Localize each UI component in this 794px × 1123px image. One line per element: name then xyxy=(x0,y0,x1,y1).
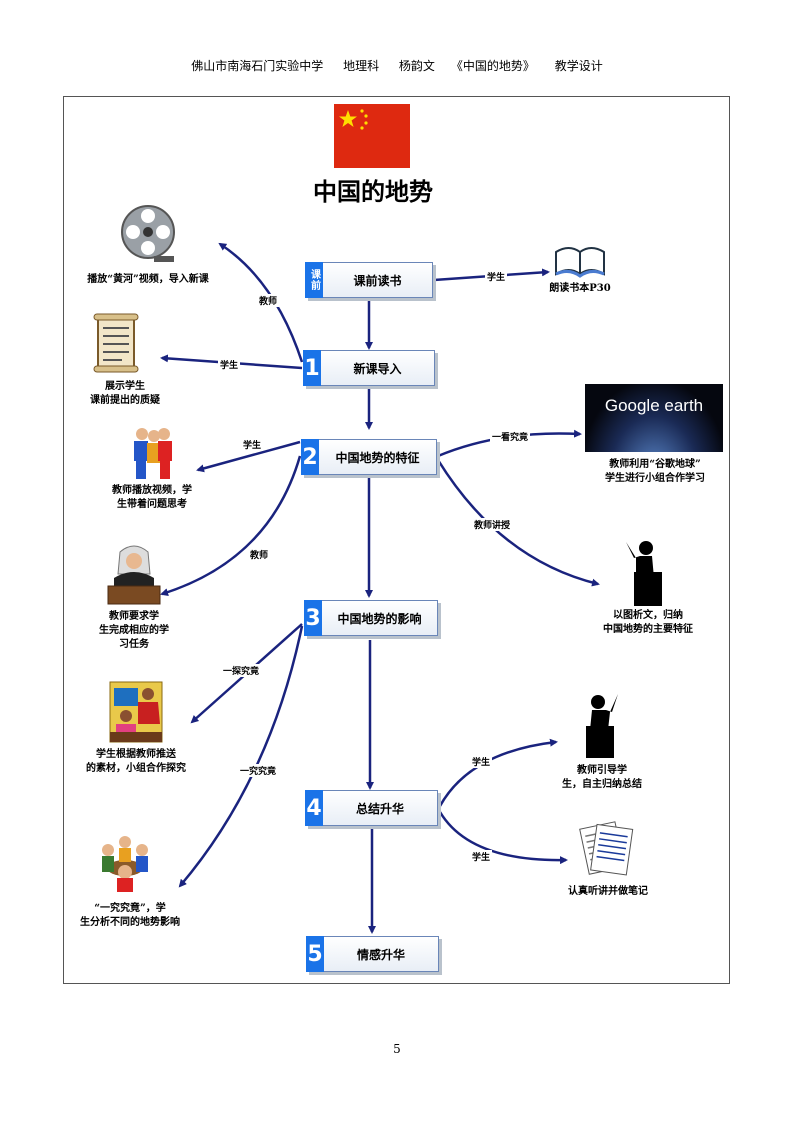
open-book-icon xyxy=(555,247,605,278)
arrow-2-to-speaker xyxy=(436,459,600,587)
caption-film: 播放“黄河”视频，导入新课 xyxy=(87,274,209,285)
caption-group-line1: “一究究竟”，学 xyxy=(94,903,166,914)
node-2-label: 中国地势的特征 xyxy=(319,439,437,475)
edge-label-teacher-a: 教师 xyxy=(257,294,280,307)
header-lesson: 《中国的地势》 xyxy=(450,59,535,73)
caption-google-line1: 教师利用“谷歌地球” xyxy=(609,459,701,470)
node-4-label: 总结升华 xyxy=(323,790,438,826)
edge-label-student-e: 学生 xyxy=(470,850,493,863)
edge-label-explore-b: 一探究竟 xyxy=(221,664,262,677)
group-discussion-icon xyxy=(102,836,148,892)
node-pre-class: 课前 课前读书 xyxy=(305,262,433,298)
caption-speaker-1: 以图析文，归纳 中国地势的主要特征 xyxy=(592,609,704,637)
node-2: 2 中国地势的特征 xyxy=(301,439,437,475)
caption-people-line2: 生带着问题思考 xyxy=(117,499,187,510)
node-5: 5 情感升华 xyxy=(306,936,439,972)
caption-speaker-1-line2: 中国地势的主要特征 xyxy=(603,624,693,635)
caption-speaker-2-line2: 生，自主归纳总结 xyxy=(562,779,642,790)
caption-group-line2: 生分析不同的地势影响 xyxy=(80,917,180,928)
caption-scroll-line2: 课前提出的质疑 xyxy=(90,395,160,406)
caption-judge-line3: 习任务 xyxy=(119,639,149,650)
caption-speaker-2: 教师引导学 生，自主归纳总结 xyxy=(558,764,646,792)
node-1-label: 新课导入 xyxy=(321,350,435,386)
caption-google: 教师利用“谷歌地球” 学生进行小组合作学习 xyxy=(585,458,725,486)
caption-book: 朗读书本P30 xyxy=(549,283,611,294)
node-4-num: 4 xyxy=(305,790,323,826)
edge-label-explore-c: 一究究竟 xyxy=(238,764,279,777)
caption-teach-line2: 的素材，小组合作探究 xyxy=(86,763,186,774)
caption-teach-line1: 学生根据教师推送 xyxy=(96,749,176,760)
caption-speaker-1-line1: 以图析文，归纳 xyxy=(613,610,683,621)
arrow-4-to-notes xyxy=(438,811,568,865)
speaker-silhouette-icon-2 xyxy=(586,694,618,758)
node-3-num: 3 xyxy=(304,600,322,636)
google-earth-logo-text: Google earth xyxy=(604,396,704,415)
header-subject: 地理科 xyxy=(343,59,380,73)
caption-judge-line2: 生完成相应的学 xyxy=(99,625,169,636)
caption-speaker-2-line1: 教师引导学 xyxy=(577,765,627,776)
caption-google-line2: 学生进行小组合作学习 xyxy=(605,473,705,484)
caption-judge-line1: 教师要求学 xyxy=(109,611,159,622)
scroll-icon xyxy=(93,313,139,373)
node-pre-class-num: 课前 xyxy=(305,262,323,298)
node-1: 1 新课导入 xyxy=(303,350,435,386)
caption-people: 教师播放视频，学 生带着问题思考 xyxy=(100,484,204,512)
caption-group: “一究究竟”，学 生分析不同的地势影响 xyxy=(76,902,184,930)
node-pre-class-label: 课前读书 xyxy=(323,262,433,298)
caption-scroll: 展示学生 课前提出的质疑 xyxy=(70,380,180,408)
speaker-silhouette-icon xyxy=(626,541,662,606)
diagram-frame xyxy=(63,96,730,984)
edge-label-student-b: 学生 xyxy=(485,270,508,283)
arrow-4-to-speaker xyxy=(438,738,558,807)
edge-label-student-a: 学生 xyxy=(218,358,241,371)
node-3: 3 中国地势的影响 xyxy=(304,600,438,636)
china-flag-icon xyxy=(334,104,410,168)
film-reel-icon xyxy=(121,205,175,262)
page-header: 佛山市南海石门实验中学 地理科 杨韵文 《中国的地势》 教学设计 xyxy=(0,57,794,74)
node-5-num: 5 xyxy=(306,936,324,972)
arrow-2-to-people xyxy=(196,440,301,473)
arrow-1-to-film xyxy=(218,242,304,363)
google-earth-image: Google earth xyxy=(585,384,723,452)
judge-icon xyxy=(107,545,161,605)
edge-label-student-d: 学生 xyxy=(470,755,493,768)
edge-label-explore-a: 一看究竟 xyxy=(490,430,531,443)
caption-scroll-line1: 展示学生 xyxy=(105,381,145,392)
people-group-icon xyxy=(134,428,172,479)
arrow-2-to-judge xyxy=(160,455,302,597)
node-2-num: 2 xyxy=(301,439,319,475)
caption-notes: 认真听讲并做笔记 xyxy=(568,886,648,897)
header-school: 佛山市南海石门实验中学 xyxy=(191,59,324,73)
node-4: 4 总结升华 xyxy=(305,790,438,826)
caption-judge: 教师要求学 生完成相应的学 习任务 xyxy=(92,610,176,652)
edge-label-teacher-lecture: 教师讲授 xyxy=(472,518,513,531)
diagram-title: 中国的地势 xyxy=(313,177,433,206)
page-number: 5 xyxy=(393,1042,401,1056)
edge-label-teacher-b: 教师 xyxy=(248,548,271,561)
node-3-label: 中国地势的影响 xyxy=(322,600,438,636)
notes-paper-icon xyxy=(579,821,634,876)
teacher-student-icon xyxy=(109,681,163,743)
node-5-label: 情感升华 xyxy=(324,936,439,972)
caption-people-line1: 教师播放视频，学 xyxy=(112,485,192,496)
header-author: 杨韵文 xyxy=(398,59,435,73)
header-doc-type: 教学设计 xyxy=(554,59,603,73)
caption-teach: 学生根据教师推送 的素材，小组合作探究 xyxy=(78,748,194,776)
node-1-num: 1 xyxy=(303,350,321,386)
edge-label-student-c: 学生 xyxy=(241,438,264,451)
